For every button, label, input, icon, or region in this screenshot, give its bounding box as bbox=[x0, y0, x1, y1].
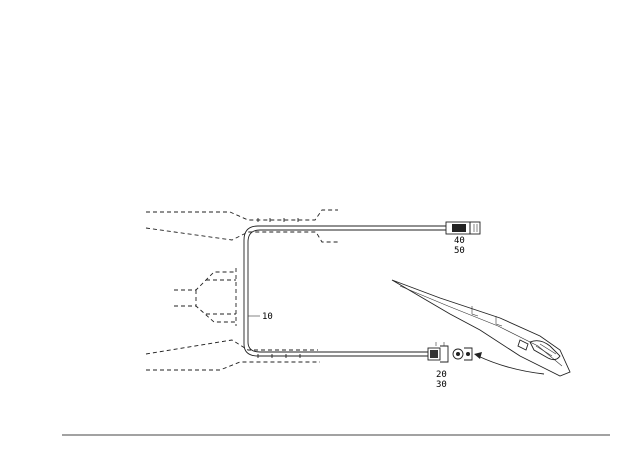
callout-20: 20 bbox=[436, 370, 447, 380]
callout-40: 40 bbox=[454, 236, 465, 246]
front-connector bbox=[445, 221, 481, 235]
door-trim-panel bbox=[391, 279, 571, 377]
vehicle-outline-upper bbox=[145, 209, 338, 243]
curved-arrow-icon bbox=[474, 352, 545, 375]
main-harness bbox=[243, 225, 446, 357]
vehicle-outline-lower bbox=[145, 339, 320, 371]
callout-50: 50 bbox=[454, 246, 465, 256]
vehicle-outline-middle bbox=[174, 268, 237, 326]
callout-10: 10 bbox=[262, 312, 273, 322]
rear-connector bbox=[427, 342, 473, 363]
callout-30: 30 bbox=[436, 380, 447, 390]
